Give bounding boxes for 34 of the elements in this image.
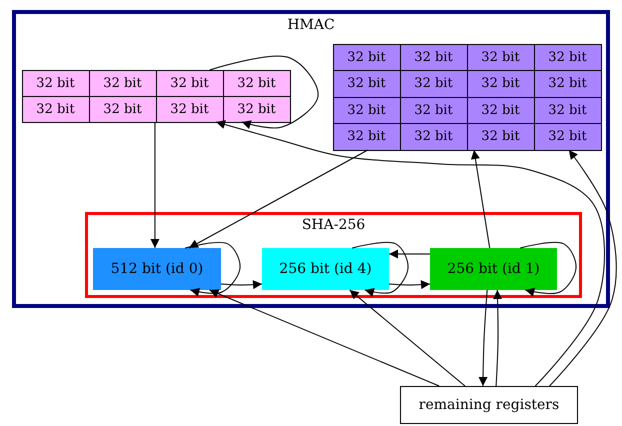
arrow [150, 122, 160, 248]
register-box: 512 bit (id 0) [93, 248, 221, 290]
register-cell: 32 bit [534, 44, 602, 71]
arrow [388, 250, 430, 258]
arrow [493, 290, 502, 386]
arrow [352, 242, 408, 297]
arrow [216, 120, 605, 386]
arrow [220, 280, 262, 290]
arrow [520, 242, 576, 296]
arrow [184, 242, 241, 296]
arrow [349, 290, 466, 386]
register-cell: 32 bit [22, 70, 90, 96]
register-cell: 32 bit [534, 123, 602, 150]
arrow [478, 290, 488, 386]
arrow [549, 150, 617, 386]
register-box: 256 bit (id 4) [262, 248, 389, 290]
arrow [208, 289, 440, 386]
register-table [22, 70, 290, 122]
register-cell: 32 bit [222, 70, 290, 96]
register-cell: 32 bit [332, 44, 400, 71]
cluster-frame [85, 212, 582, 298]
register-box: remaining registers [400, 386, 578, 424]
arrow [388, 280, 430, 290]
cluster-frame [12, 10, 610, 308]
arrow [470, 150, 490, 248]
register-cell: 32 bit [222, 96, 290, 122]
arrow [209, 56, 318, 129]
register-table [333, 44, 601, 150]
cluster-title: SHA-256 [300, 217, 366, 233]
register-cell: 32 bit [332, 123, 400, 150]
register-box: 256 bit (id 1) [430, 248, 557, 290]
arrow [188, 150, 368, 248]
cluster-title: HMAC [286, 17, 336, 33]
register-cell: 32 bit [22, 96, 90, 122]
